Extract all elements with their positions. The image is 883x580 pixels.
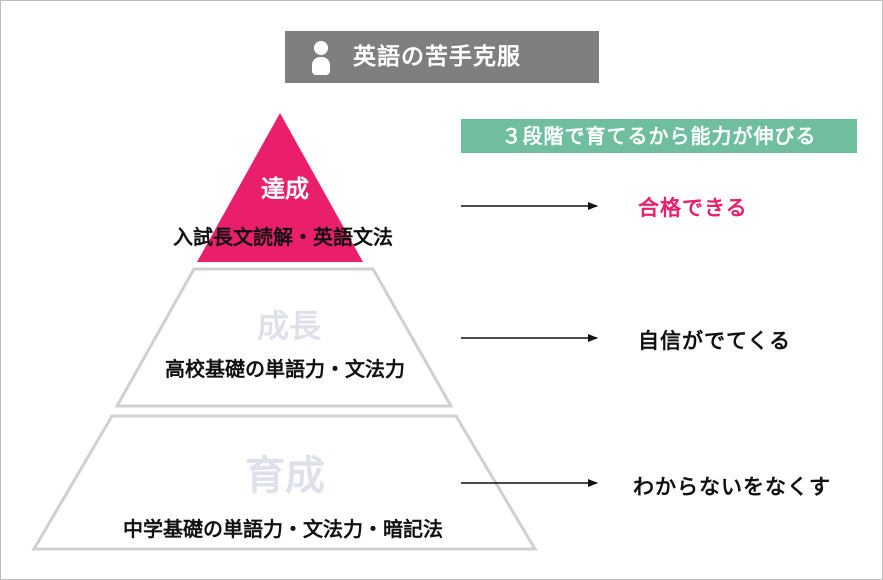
tier-bottom-shape bbox=[31, 414, 538, 551]
person-icon bbox=[310, 41, 332, 75]
title-banner: 英語の苦手克服 bbox=[285, 31, 599, 83]
outcome-top: 合格できる bbox=[638, 196, 748, 220]
tier-bottom-description: 中学基礎の単語力・文法力・暗記法 bbox=[123, 517, 443, 541]
outcome-bottom: わからないをなくす bbox=[633, 475, 831, 499]
tier-middle-shape bbox=[114, 267, 454, 408]
tier-bottom-name: 育成 bbox=[245, 453, 325, 499]
tier-middle-description: 高校基礎の単語力・文法力 bbox=[165, 357, 405, 381]
title-text: 英語の苦手克服 bbox=[353, 44, 521, 70]
tier-top-shape bbox=[197, 113, 363, 262]
subtitle-banner: ３段階で育てるから能力が伸びる bbox=[461, 119, 857, 153]
tier-middle-name: 成長 bbox=[256, 307, 322, 345]
outcome-middle: 自信がでてくる bbox=[638, 329, 791, 353]
tier-top-name: 達成 bbox=[261, 175, 309, 203]
tier-top-description: 入試長文読解・英語文法 bbox=[173, 225, 393, 249]
